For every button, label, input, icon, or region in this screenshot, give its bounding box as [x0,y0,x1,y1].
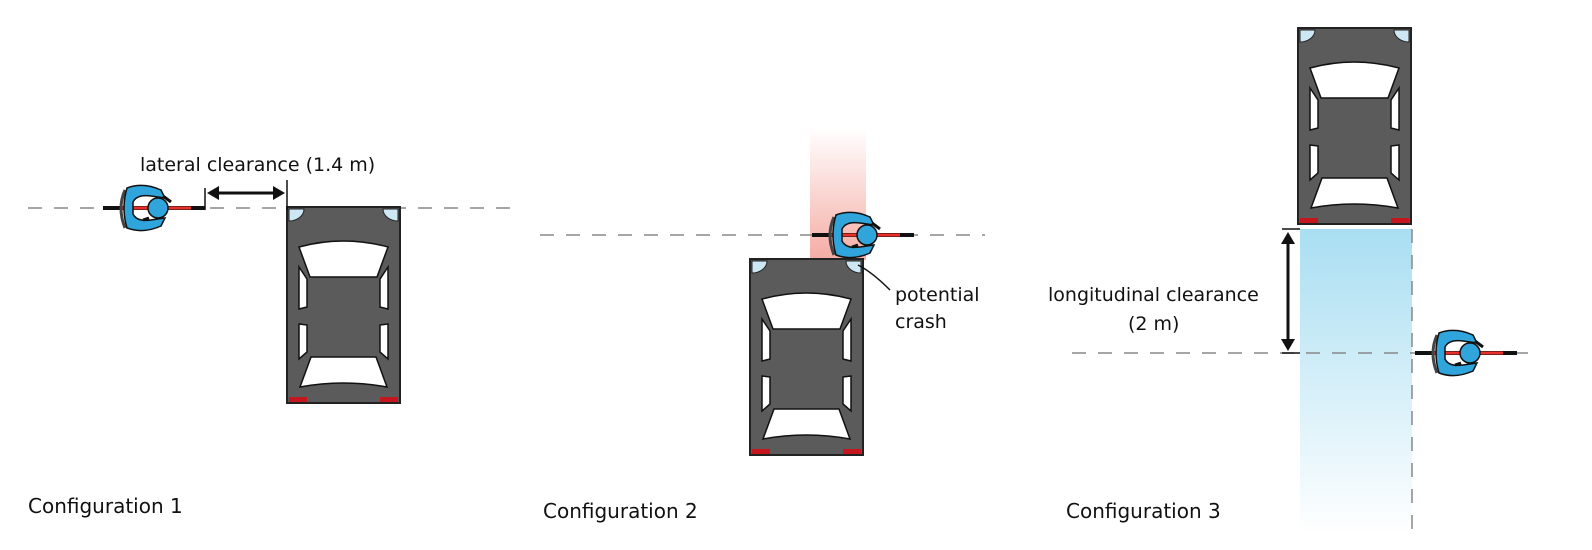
crash-label: crash [895,311,947,333]
configuration-3-title: Configuration 3 [1066,499,1221,523]
car-2 [749,258,864,456]
car-1 [286,206,401,404]
cyclist-1 [101,183,207,233]
configuration-2-title: Configuration 2 [543,499,698,523]
longitudinal-clearance-value: (2 m) [1128,313,1180,335]
clearance-zone [1300,229,1412,534]
lateral-clearance-label: lateral clearance (1.4 m) [140,154,376,176]
longitudinal-clearance-label: longitudinal clearance [1048,284,1259,306]
crash-pointer [857,264,891,291]
potential-label: potential [895,284,980,306]
car-3 [1297,27,1412,225]
cyclist-3 [1413,328,1519,378]
configuration-1-title: Configuration 1 [28,494,183,518]
